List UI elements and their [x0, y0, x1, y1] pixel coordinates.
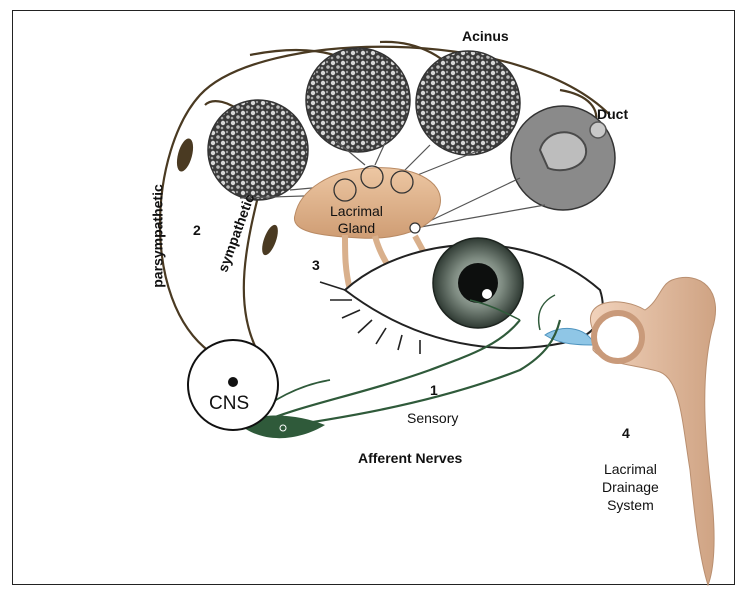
duct-marker	[410, 223, 420, 233]
label-sensory: Sensory	[407, 410, 458, 426]
lacrimal-drainage-system	[590, 277, 715, 585]
label-parasympathetic: parsympathetic	[150, 184, 166, 287]
label-lacrimal-gland: Lacrimal Gland	[330, 203, 383, 237]
label-lacrimal-gland-line2: Gland	[330, 220, 383, 237]
label-lacrimal-gland-line1: Lacrimal	[330, 203, 383, 220]
pupil-highlight	[482, 289, 492, 299]
label-number-1: 1	[430, 382, 438, 398]
sympathetic-ganglion	[259, 223, 281, 257]
label-drainage-line3: System	[602, 496, 659, 514]
parasympathetic-ganglion	[174, 137, 196, 173]
micrograph-acinus-3	[416, 51, 520, 155]
lacrimal-sac-ring	[594, 313, 642, 361]
label-afferent-nerves: Afferent Nerves	[358, 450, 462, 466]
cns	[188, 340, 278, 430]
label-acinus: Acinus	[462, 28, 509, 44]
label-drainage-line2: Drainage	[602, 478, 659, 496]
label-number-3: 3	[312, 257, 320, 273]
label-lacrimal-drainage-system: Lacrimal Drainage System	[602, 460, 659, 514]
label-number-4: 4	[622, 425, 630, 441]
label-cns: CNS	[209, 393, 249, 415]
pupil	[458, 263, 498, 303]
label-duct: Duct	[597, 106, 628, 122]
label-number-2: 2	[193, 222, 201, 238]
label-drainage-line1: Lacrimal	[602, 460, 659, 478]
eye	[320, 238, 603, 354]
micrograph-acinus-1	[208, 100, 308, 200]
micrograph-acinus-2	[306, 48, 410, 152]
